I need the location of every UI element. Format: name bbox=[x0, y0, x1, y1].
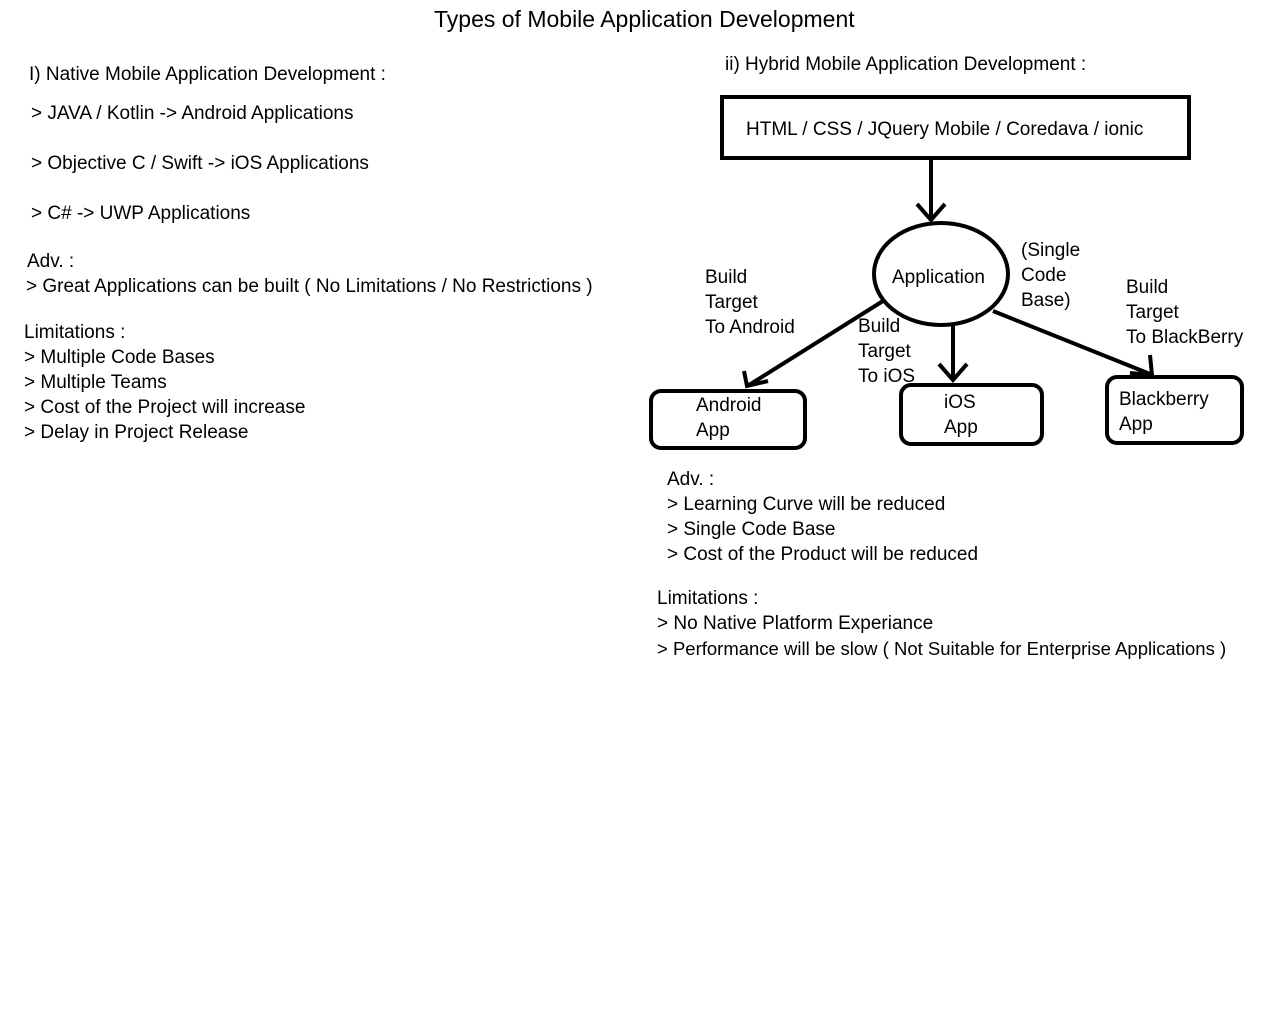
edge-label-blackberry: Build Target To BlackBerry bbox=[1126, 277, 1244, 348]
hybrid-advantages: Adv. : > Learning Curve will be reduced … bbox=[667, 467, 978, 567]
ios-app-label: iOS App bbox=[944, 392, 981, 438]
arrow-app-to-ios bbox=[937, 325, 969, 384]
application-node bbox=[872, 221, 1010, 327]
hybrid-adv-item: > Single Code Base bbox=[667, 519, 836, 540]
edge-label-android: Build Target To Android bbox=[705, 267, 795, 338]
blackberry-app-box bbox=[1105, 375, 1244, 445]
android-app-box bbox=[649, 389, 807, 450]
native-lim-item: > Multiple Code Bases bbox=[24, 347, 215, 368]
android-app-label: Android App bbox=[696, 395, 767, 441]
hybrid-adv-item: > Cost of the Product will be reduced bbox=[667, 544, 979, 565]
native-item-java: > JAVA / Kotlin -> Android Applications bbox=[31, 103, 354, 124]
native-lim-item: > Delay in Project Release bbox=[24, 422, 249, 443]
hybrid-heading: ii) Hybrid Mobile Application Developmen… bbox=[725, 54, 1087, 75]
hybrid-lim-heading: Limitations : bbox=[657, 588, 759, 609]
native-lim-heading: Limitations : bbox=[24, 322, 126, 343]
hybrid-adv-item: > Learning Curve will be reduced bbox=[667, 494, 946, 515]
arrow-tech-to-app bbox=[915, 158, 947, 224]
hybrid-adv-heading: Adv. : bbox=[667, 469, 715, 490]
hybrid-lim-item: > Performance will be slow ( Not Suitabl… bbox=[657, 638, 1227, 659]
page-title: Types of Mobile Application Development bbox=[434, 6, 855, 32]
native-item-objc: > Objective C / Swift -> iOS Application… bbox=[31, 153, 369, 174]
native-lim-item: > Cost of the Project will increase bbox=[24, 397, 306, 418]
native-item-csharp: > C# -> UWP Applications bbox=[31, 203, 251, 224]
tech-box bbox=[720, 95, 1191, 160]
native-lim-item: > Multiple Teams bbox=[24, 372, 167, 393]
ios-app-box bbox=[899, 383, 1044, 446]
application-node-label: Application bbox=[892, 267, 985, 288]
native-adv-heading: Adv. : bbox=[27, 251, 75, 272]
hybrid-lim-item: > No Native Platform Experiance bbox=[657, 613, 934, 634]
arrow-app-to-android bbox=[742, 299, 885, 389]
hybrid-limitations: Limitations : > No Native Platform Exper… bbox=[657, 586, 1226, 661]
tech-box-label: HTML / CSS / JQuery Mobile / Coredava / … bbox=[746, 119, 1143, 140]
native-heading: I) Native Mobile Application Development… bbox=[29, 64, 386, 85]
native-adv-item: > Great Applications can be built ( No L… bbox=[26, 276, 593, 297]
single-code-base-note: (Single Code Base) bbox=[1021, 240, 1085, 311]
native-limitations: Limitations : > Multiple Code Bases > Mu… bbox=[24, 320, 305, 445]
edge-label-ios: Build Target To iOS bbox=[858, 316, 916, 387]
blackberry-app-label: Blackberry App bbox=[1119, 389, 1214, 435]
